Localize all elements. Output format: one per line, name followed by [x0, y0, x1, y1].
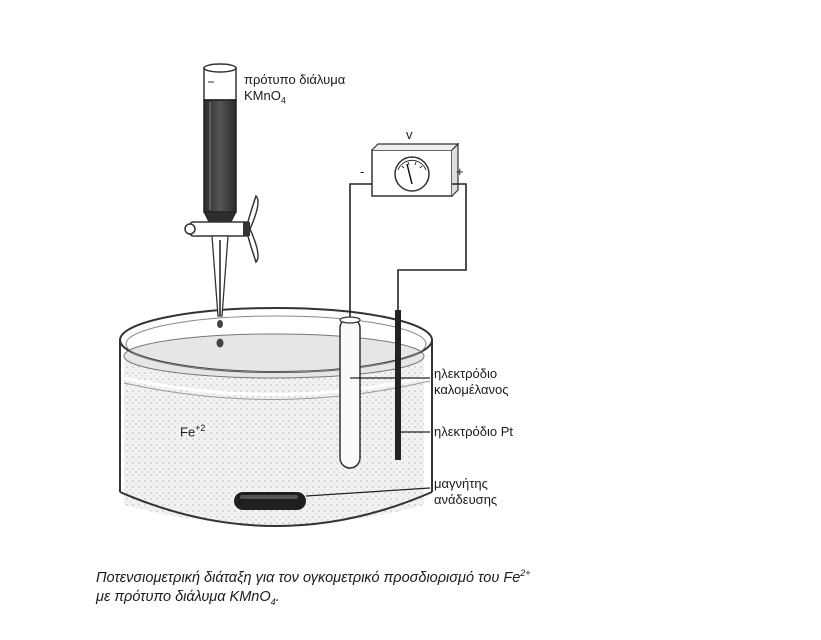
platinum-electrode-label: ηλεκτρόδιο Pt [434, 424, 514, 439]
calomel-electrode [339, 316, 361, 469]
calomel-electrode-label: ηλεκτρόδιο καλομέλανος [434, 366, 509, 397]
wires [349, 183, 467, 318]
stirrer-label: μαγνήτης ανάδευσης [434, 476, 498, 507]
solution-label: Fe+2 [180, 423, 206, 440]
magnetic-stirrer-bar [234, 492, 306, 510]
voltmeter-dial [394, 156, 430, 192]
platinum-electrode [395, 310, 401, 460]
leader-lines [305, 377, 431, 497]
burette-label: πρότυπο διάλυμα KMnO4 [244, 72, 346, 106]
plus-terminal-label: + [456, 164, 464, 179]
voltmeter-needle [406, 163, 413, 185]
stopcock [184, 194, 259, 264]
voltmeter-label: v [406, 127, 413, 142]
caption-line-2: με πρότυπο διάλυμα KMnO4. [96, 588, 280, 607]
voltmeter [371, 142, 460, 197]
titrant-drop [217, 320, 223, 328]
titrant-drop [216, 338, 224, 348]
minus-terminal-label: - [360, 164, 365, 179]
caption-line-1: Ποτενσιομετρική διάταξη για τον ογκομετρ… [96, 568, 531, 586]
figure-caption: Ποτενσιομετρική διάταξη για τον ογκομετρ… [96, 564, 531, 612]
burette [184, 63, 259, 348]
